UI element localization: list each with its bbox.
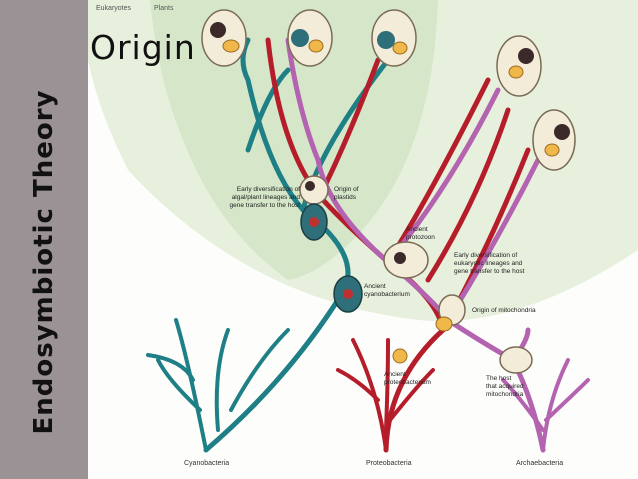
side-title-text: Endosymbiotic Theory <box>29 89 59 435</box>
proteobacteria-branch <box>388 368 435 422</box>
red-lineage-branch <box>425 107 511 283</box>
sidebar <box>0 0 88 479</box>
eukaryotic-diversification-label: Early diversification of eukaryotic line… <box>454 252 525 275</box>
ancient-cyanobacterium-label: Ancient cyanobacterium <box>364 283 410 298</box>
svg-text:Origin of: Origin of <box>334 186 359 193</box>
archaebacteria-branch <box>541 358 570 452</box>
proteobacteria-branch <box>351 338 388 452</box>
ancient-protozoon-cell <box>383 241 429 279</box>
svg-text:Origin of mitochondria: Origin of mitochondria <box>472 307 536 314</box>
cyanobacteria-branch <box>229 328 290 412</box>
mitochondria-origin-label: Origin of mitochondria <box>472 307 536 314</box>
ancient-cyanobacterium-cell <box>333 275 363 313</box>
plastids-origin-label: Origin of plastids <box>334 186 359 201</box>
archaebacteria-label: Archaebacteria <box>516 460 563 467</box>
svg-text:that acquired: that acquired <box>486 383 524 390</box>
cyanobacteria-branch <box>174 318 208 452</box>
svg-text:cyanobacterium: cyanobacterium <box>364 291 410 298</box>
eukaryotes-label: Eukaryotes <box>96 5 132 12</box>
proteobacteria-branch <box>336 368 380 402</box>
eukaryotic-cell <box>371 9 417 67</box>
svg-text:Ancient: Ancient <box>384 371 406 378</box>
eukaryotic-cell <box>201 9 247 67</box>
cyanobacteria-branch <box>156 358 202 412</box>
svg-text:Ancient: Ancient <box>406 226 428 233</box>
archaeal-host-cell <box>499 346 533 374</box>
svg-text:Early diversification of: Early diversification of <box>454 252 517 259</box>
svg-text:Early diversification of: Early diversification of <box>237 186 300 193</box>
cyanobacteria-label: Cyanobacteria <box>184 460 229 467</box>
svg-text:eukaryotic lineages and: eukaryotic lineages and <box>454 260 523 267</box>
algal-cell <box>300 203 328 241</box>
mitochondria-origin-cell <box>435 294 466 332</box>
svg-text:gene transfer to the host: gene transfer to the host <box>454 268 525 275</box>
svg-text:proteobacterium: proteobacterium <box>384 379 431 386</box>
cyan-lineage-branch <box>245 67 291 153</box>
ancient-protozoon-label: Ancient protozoon <box>406 226 435 241</box>
cyanobacteria-branch <box>214 328 230 432</box>
algal-diversification-label: Early diversification of algal/plant lin… <box>230 186 301 209</box>
plants-label: Plants <box>154 5 174 12</box>
origin-heading: Origin <box>90 28 196 67</box>
cyanobacteria-branch <box>146 353 195 382</box>
endosymbiosis-diagram: Eukaryotes Plants Early diversification … <box>88 0 638 467</box>
svg-text:algal/plant lineages and: algal/plant lineages and <box>232 194 301 201</box>
archaebacteria-branch <box>501 378 545 432</box>
svg-text:mitochondria: mitochondria <box>486 391 524 398</box>
side-title: Endosymbiotic Theory <box>0 0 88 479</box>
svg-text:The host: The host <box>486 375 511 382</box>
svg-text:plastids: plastids <box>334 194 357 201</box>
figure-panel: Eukaryotes Plants Early diversification … <box>88 0 638 479</box>
host-label: The host that acquired mitochondria <box>486 375 524 398</box>
ancient-proteobacterium-label: Ancient proteobacterium <box>384 371 431 386</box>
proteobacteria-branch <box>384 338 390 432</box>
plant-zone <box>150 0 438 280</box>
eukaryotic-cell <box>532 109 576 171</box>
svg-text:protozoon: protozoon <box>406 234 435 241</box>
plastid-origin-cell <box>299 175 329 205</box>
eukaryotic-cell <box>496 35 542 97</box>
proteobacteria-label: Proteobacteria <box>366 460 412 467</box>
eukaryotic-cell <box>287 9 333 67</box>
svg-text:gene transfer to the host: gene transfer to the host <box>230 202 301 209</box>
archaebacteria-branch <box>544 378 590 422</box>
ancient-proteobacterium-cell <box>392 348 408 364</box>
svg-text:Ancient: Ancient <box>364 283 386 290</box>
